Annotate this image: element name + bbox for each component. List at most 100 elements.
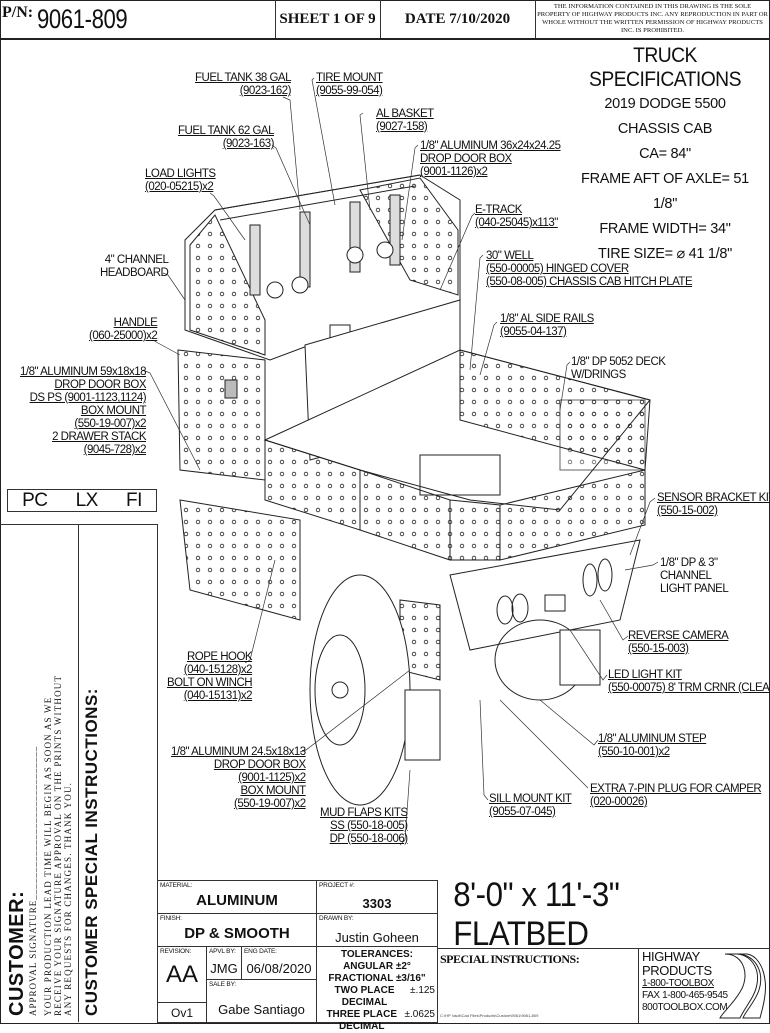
material-value: ALUMINUM (196, 892, 278, 909)
approved-by-cell: APVL BY: JMG (206, 946, 242, 980)
tolerance-value: ±.125 (410, 985, 435, 996)
rear-tire (309, 574, 411, 806)
driver-side-toolbox (177, 349, 266, 481)
callout-drop-door-box-36: 1/8" ALUMINUM 36x24x24.25 DROP DOOR BOX … (420, 140, 561, 179)
callout-part-number: DP (550-18-006) (329, 833, 408, 845)
proprietary-notice: THE INFORMATION CONTAINED IN THIS DRAWIN… (537, 3, 768, 34)
callout-line: LIGHT PANEL (660, 583, 729, 595)
callout-part-number: (020-05215)x2 (145, 181, 214, 193)
spec-line: CHASSIS CAB (617, 121, 713, 137)
drawn-by-label: DRAWN BY: (319, 915, 354, 922)
callout-line: BOX MOUNT (80, 405, 147, 417)
callout-line: 1/8" ALUMINUM 59x18x18 (20, 366, 147, 378)
tolerance-three-place: THREE PLACE DECIMAL ±.0625 (317, 1009, 437, 1033)
callout-line: DROP DOOR BOX (420, 153, 512, 165)
callout-part-number: (9045-728)x2 (83, 444, 147, 456)
callout-line: FUEL TANK 38 GAL (195, 72, 291, 84)
company-website[interactable]: 800TOOLBOX.COM (642, 1002, 728, 1013)
callout-line: EXTRA 7-PIN PLUG FOR CAMPER (590, 783, 762, 795)
callout-line: BOX MOUNT (240, 785, 306, 797)
callout-part-number: (550-08-005) CHASSIS CAB HITCH PLATE (486, 276, 693, 288)
callout-part-number: (020-00026) (590, 796, 648, 808)
callout-line: 1/8" ALUMINUM 36x24x24.25 (420, 140, 561, 152)
callout-line: CHANNEL (660, 570, 712, 582)
callout-line: E-TRACK (475, 204, 522, 216)
material-cell: MATERIAL: ALUMINUM (157, 880, 317, 914)
approval-signature-line[interactable]: APPROVAL SIGNATURE______________________… (28, 745, 38, 1016)
callout-line: W/DRINGS (571, 369, 626, 381)
callout-sill-mount: SILL MOUNT KIT (9055-07-045) (489, 793, 572, 819)
pc-marker[interactable]: PC (22, 489, 48, 511)
callout-line: SENSOR BRACKET KIT (657, 492, 770, 504)
callout-line: 30" WELL (486, 250, 534, 262)
callout-fuel-tank-62: FUEL TANK 62 GAL (9023-163) (178, 125, 274, 151)
callout-line: HANDLE (113, 317, 158, 329)
callout-line: 1/8" DP & 3" (660, 557, 718, 569)
callout-rope-hook: ROPE HOOK (040-15128)x2 BOLT ON WINCH (0… (167, 651, 253, 703)
revision-cell: REVISION: AA (157, 946, 207, 1003)
eng-date-label: ENG DATE: (244, 948, 277, 955)
callout-line: 1/8" DP 5052 DECK (571, 356, 666, 368)
callout-part-number: (9023-162) (239, 85, 292, 97)
drawn-by-cell: DRAWN BY: Justin Goheen (316, 913, 438, 947)
callout-part-number: (550-10-001)x2 (598, 746, 670, 758)
spec-line: FRAME WIDTH= 34" (599, 221, 731, 237)
mud-flap (404, 689, 441, 761)
callout-channel-headboard: 4" CHANNEL HEADBOARD (100, 254, 169, 280)
callout-7pin-plug: EXTRA 7-PIN PLUG FOR CAMPER (020-00026) (590, 783, 762, 809)
sheet-indicator: SHEET 1 OF 9 (275, 0, 381, 38)
callout-part-number: (550-00005) HINGED COVER (486, 263, 629, 275)
callout-part-number: (040-25045)x113" (475, 217, 558, 229)
callout-line: REVERSE CAMERA (628, 630, 729, 642)
eng-date-cell: ENG DATE: 06/08/2020 (241, 946, 317, 980)
tolerance-two-place: TWO PLACE DECIMAL ±.125 (317, 985, 437, 1009)
fi-marker[interactable]: FI (126, 489, 142, 511)
callout-led-light-kit: LED LIGHT KIT (550-00075) 8' TRM CRNR (C… (608, 669, 770, 695)
callout-mud-flaps: MUD FLAPS KITS SS (550-18-005) DP (550-1… (320, 807, 408, 846)
callout-part-number: (9027-158) (376, 121, 428, 133)
callout-line: MUD FLAPS KITS (320, 807, 408, 819)
callout-part-number: (9055-99-054) (316, 85, 383, 97)
tolerance-angular: ANGULAR ±2° (343, 961, 411, 972)
callout-part-number: (550-00075) 8' TRM CRNR (CLEAR) (608, 682, 770, 694)
finish-value: DP & SMOOTH (184, 925, 290, 942)
callout-deck: 1/8" DP 5052 DECK W/DRINGS (571, 356, 666, 382)
callout-aluminum-step: 1/8" ALUMINUM STEP (550-10-001)x2 (598, 733, 707, 759)
divider (438, 948, 770, 949)
sale-by-value: Gabe Santiago (218, 1002, 305, 1017)
callout-load-lights: LOAD LIGHTS (020-05215)x2 (145, 168, 216, 194)
tolerances-cell: TOLERANCES: ANGULAR ±2° FRACTIONAL ±3/16… (316, 946, 438, 1032)
company-info: HIGHWAY PRODUCTS 1-800-TOOLBOX FAX 1-800… (642, 950, 728, 1014)
lx-marker[interactable]: LX (75, 489, 99, 511)
company-fax: FAX 1-800-465-9545 (642, 990, 728, 1001)
callout-al-basket: AL BASKET (9027-158) (376, 108, 434, 134)
callout-handle: HANDLE (060-25000)x2 (89, 317, 158, 343)
tolerances-heading: TOLERANCES: (340, 949, 414, 960)
file-path-note: C:\HP Vault\Cad Files\Products\Custom\90… (440, 1013, 539, 1018)
callout-line: BOLT ON WINCH (167, 677, 253, 689)
company-name: PRODUCTS (642, 963, 712, 978)
callout-line: HEADBOARD (100, 267, 169, 279)
callout-drop-door-box-59: 1/8" ALUMINUM 59x18x18 DROP DOOR BOX DS … (20, 366, 147, 457)
callout-part-number: (040-15128)x2 (183, 664, 253, 676)
callout-part-number: (060-25000)x2 (89, 330, 158, 342)
lead-time-line: RECEIVE YOUR SIGNATURE APPROVAL ON THE P… (53, 674, 63, 1016)
callout-e-track: E-TRACK (040-25045)x113" (475, 204, 558, 230)
approved-by-label: APVL BY: (209, 948, 236, 955)
revision-value: AA (165, 961, 198, 988)
divider (157, 524, 158, 1022)
company-name: HIGHWAY (642, 949, 700, 964)
callout-part-number: SS (550-18-005) (330, 820, 408, 832)
company-phone[interactable]: 1-800-TOOLBOX (642, 978, 714, 989)
callout-30-well: 30" WELL (550-00005) HINGED COVER (550-0… (486, 250, 693, 289)
revision-label: REVISION: (160, 948, 192, 955)
callout-fuel-tank-38: FUEL TANK 38 GAL (9023-162) (195, 72, 291, 98)
eng-date-value: 06/08/2020 (246, 961, 312, 976)
tolerance-fractional: FRACTIONAL ±3/16" (328, 973, 426, 984)
callout-line: ROPE HOOK (186, 651, 253, 663)
lead-time-line: YOUR PRODUCTION LEAD TIME WILL BEGIN AS … (43, 696, 53, 1016)
tolerance-value: ±.0625 (404, 1009, 435, 1020)
product-title: 8'-0" x 11'-3" FLATBED (453, 876, 620, 953)
lead-time-line: ANY REQUESTS FOR CHANGES. THANK YOU. (63, 781, 73, 1016)
